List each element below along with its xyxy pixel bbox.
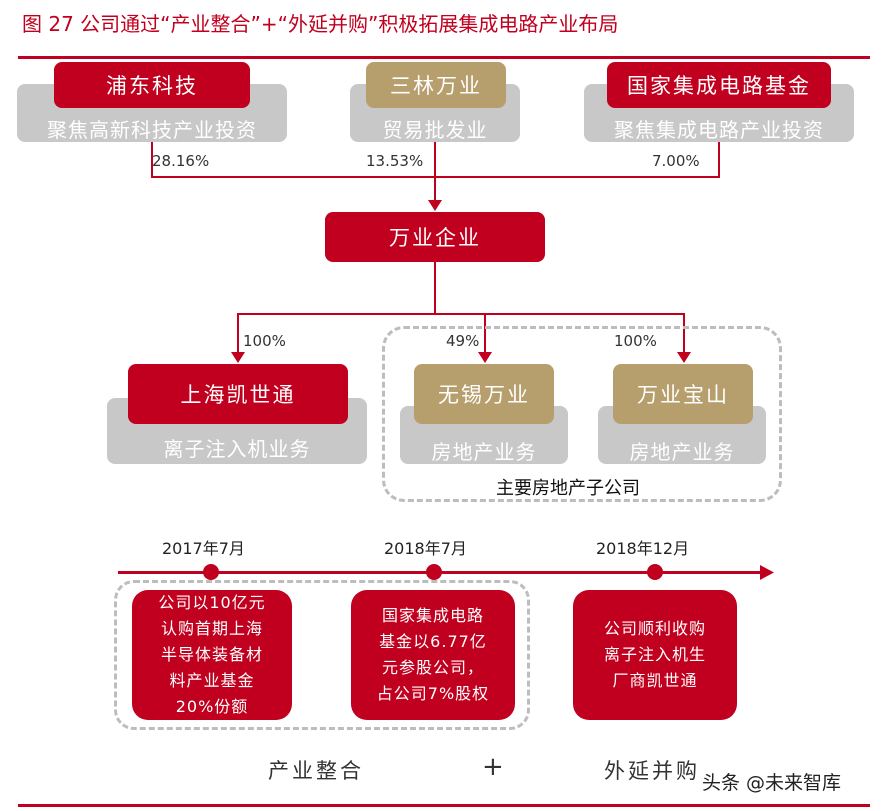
connector — [151, 142, 153, 177]
label-industry-integration: 产业整合 — [268, 759, 364, 783]
arrow-right-icon — [760, 565, 774, 580]
company-wanye: 万业企业 — [325, 212, 545, 262]
label-external-acquisition: 外延并购 — [604, 759, 700, 783]
arrow-down-icon — [677, 352, 691, 363]
timeline-dot — [203, 564, 219, 580]
pct-sanlin: 13.53% — [366, 152, 424, 170]
plus-sign: + — [482, 752, 507, 782]
figure-title: 图 27 公司通过“产业整合”+“外延并购”积极拓展集成电路产业布局 — [22, 12, 619, 36]
watermark: 头条 @未来智库 — [702, 772, 842, 794]
pct-national-fund: 7.00% — [652, 152, 700, 170]
subsidiary-kingstone: 上海凯世通 — [128, 364, 348, 424]
subsidiary-baoshan: 万业宝山 — [613, 364, 753, 424]
pct-pudong: 28.16% — [152, 152, 210, 170]
pct-wuxi: 49% — [446, 332, 480, 350]
shareholder-pudong: 浦东科技 — [54, 62, 250, 108]
timeline-date: 2018年7月 — [384, 539, 467, 558]
connector — [434, 176, 436, 206]
pct-kingstone: 100% — [243, 332, 286, 350]
arrow-down-icon — [428, 200, 442, 211]
arrow-down-icon — [478, 352, 492, 363]
timeline-dot — [426, 564, 442, 580]
subsidiary-wuxi: 无锡万业 — [414, 364, 554, 424]
bottom-rule — [18, 804, 870, 807]
connector — [237, 313, 685, 315]
timeline-date: 2018年12月 — [596, 539, 690, 558]
arrow-down-icon — [231, 352, 245, 363]
realestate-caption: 主要房地产子公司 — [496, 478, 640, 499]
connector — [237, 313, 239, 355]
integration-group — [114, 580, 530, 730]
connector — [434, 142, 436, 177]
shareholder-national-fund: 国家集成电路基金 — [607, 62, 831, 108]
connector — [484, 313, 486, 355]
timeline-date: 2017年7月 — [162, 539, 245, 558]
timeline-event: 公司以10亿元 认购首期上海 半导体装备材 料产业基金 20%份额 — [132, 590, 292, 720]
timeline-event: 公司顺利收购 离子注入机生 厂商凯世通 — [573, 590, 737, 720]
connector — [434, 262, 436, 314]
timeline-event: 国家集成电路 基金以6.77亿 元参股公司， 占公司7%股权 — [351, 590, 515, 720]
pct-baoshan: 100% — [614, 332, 657, 350]
shareholder-sanlin: 三林万业 — [366, 62, 506, 108]
realestate-group — [382, 326, 782, 502]
connector — [718, 142, 720, 177]
connector — [683, 313, 685, 355]
top-rule — [18, 56, 870, 59]
timeline-dot — [647, 564, 663, 580]
